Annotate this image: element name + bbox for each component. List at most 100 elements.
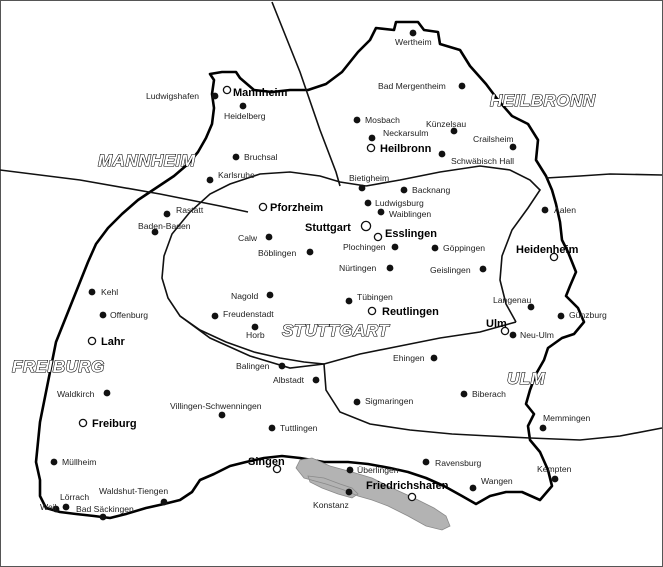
city-marker bbox=[391, 243, 399, 251]
city-marker bbox=[353, 398, 361, 406]
city-marker bbox=[458, 82, 466, 90]
city-label: Ehingen bbox=[393, 353, 425, 363]
city-marker bbox=[431, 244, 439, 252]
city-label: Wangen bbox=[481, 476, 513, 486]
city-label: Baden-Baden bbox=[138, 221, 191, 231]
city-wangen: Wangen bbox=[469, 476, 513, 492]
city-marker bbox=[373, 232, 383, 242]
city-label: Mosbach bbox=[365, 115, 400, 125]
city-label: Schwäbisch Hall bbox=[451, 156, 514, 166]
border-mannheim-freiburg bbox=[0, 169, 249, 213]
city-label: Freiburg bbox=[92, 418, 137, 430]
city-biberach: Biberach bbox=[460, 389, 506, 399]
city-marker bbox=[557, 312, 565, 320]
city-tuttlingen: Tuttlingen bbox=[268, 423, 318, 433]
city-bad-sackingen: Bad Säckingen bbox=[76, 504, 134, 521]
city-marker bbox=[353, 116, 361, 124]
city-marker bbox=[469, 484, 477, 492]
city-label: Freudenstadt bbox=[223, 309, 274, 319]
city-marker bbox=[377, 208, 385, 216]
city-karlsruhe: Karlsruhe bbox=[206, 170, 255, 184]
city-marker bbox=[539, 424, 547, 432]
city-heilbronn: Heilbronn bbox=[366, 143, 432, 155]
city-mannheim: Mannheim bbox=[222, 85, 288, 99]
city-stuttgart: Stuttgart bbox=[305, 220, 372, 234]
city-label: Nürtingen bbox=[339, 263, 376, 273]
city-label: Offenburg bbox=[110, 310, 148, 320]
city-label: Biberach bbox=[472, 389, 506, 399]
city-marker bbox=[265, 233, 273, 241]
city-marker bbox=[306, 248, 314, 256]
city-ulm: Ulm bbox=[486, 318, 510, 336]
city-marker bbox=[266, 291, 274, 299]
city-label: Calw bbox=[238, 233, 258, 243]
city-marker bbox=[218, 411, 226, 419]
city-marker bbox=[500, 326, 510, 336]
city-esslingen: Esslingen bbox=[373, 228, 437, 242]
city-neckarsulm: Neckarsulm bbox=[368, 128, 428, 142]
city-heidenheim: Heidenheim bbox=[516, 244, 579, 262]
city-label: Waiblingen bbox=[389, 209, 431, 219]
city-marker bbox=[151, 228, 159, 236]
city-albstadt: Albstadt bbox=[273, 375, 320, 385]
city-marker bbox=[386, 264, 394, 272]
city-marker bbox=[52, 505, 60, 513]
city-label: Esslingen bbox=[385, 228, 437, 240]
state-outline bbox=[34, 20, 586, 520]
city-label: Müllheim bbox=[62, 457, 96, 467]
region-mannheim: MANNHEIM bbox=[98, 151, 196, 170]
city-marker bbox=[163, 210, 171, 218]
city-marker bbox=[460, 390, 468, 398]
city-marker bbox=[258, 202, 268, 212]
city-marker bbox=[358, 184, 366, 192]
city-tubingen: Tübingen bbox=[345, 292, 393, 305]
border-ulm-loop bbox=[323, 363, 663, 441]
city-aalen: Aalen bbox=[541, 205, 576, 215]
city-langenau: Langenau bbox=[493, 295, 535, 311]
city-label: Heidenheim bbox=[516, 244, 579, 256]
city-nagold: Nagold bbox=[231, 291, 274, 301]
city-bad-mergentheim: Bad Mergentheim bbox=[378, 81, 466, 91]
city-label: Ludwigsburg bbox=[375, 198, 424, 208]
city-label: Neckarsulm bbox=[383, 128, 428, 138]
city-schwabisch-hall: Schwäbisch Hall bbox=[438, 150, 514, 166]
city-marker bbox=[450, 127, 458, 135]
city-label: Plochingen bbox=[343, 242, 386, 252]
border-stuttgart-ulm bbox=[323, 321, 517, 365]
region-ulm: ULM bbox=[507, 369, 546, 388]
city-label: Reutlingen bbox=[382, 306, 439, 318]
city-kunzelsau: Künzelsau bbox=[426, 119, 466, 135]
city-marker bbox=[160, 498, 168, 506]
city-boblingen: Böblingen bbox=[258, 248, 314, 258]
city-heidelberg: Heidelberg bbox=[224, 102, 266, 121]
city-mosbach: Mosbach bbox=[353, 115, 400, 125]
city-marker bbox=[99, 311, 107, 319]
city-label: Waldshut-Tiengen bbox=[99, 486, 168, 496]
city-marker bbox=[99, 513, 107, 521]
city-pforzheim: Pforzheim bbox=[258, 202, 323, 214]
city-neu-ulm: Neu-Ulm bbox=[509, 330, 554, 340]
city-waldshut-tiengen: Waldshut-Tiengen bbox=[99, 486, 168, 506]
city-marker bbox=[211, 312, 219, 320]
border-stuttgart-ring bbox=[161, 171, 367, 365]
region-freiburg: FREIBURG bbox=[12, 357, 105, 376]
city-marker bbox=[509, 143, 517, 151]
city-label: Böblingen bbox=[258, 248, 296, 258]
city-marker bbox=[367, 306, 377, 316]
city-label: Tuttlingen bbox=[280, 423, 318, 433]
city-bruchsal: Bruchsal bbox=[232, 152, 278, 162]
city-label: Rastatt bbox=[176, 205, 204, 215]
city-label: Lörrach bbox=[60, 492, 89, 502]
city-label: Lahr bbox=[101, 336, 126, 348]
city-label: Ulm bbox=[486, 318, 507, 330]
city-marker bbox=[88, 288, 96, 296]
city-crailsheim: Crailsheim bbox=[473, 134, 517, 151]
city-uberlingen: Überlingen bbox=[346, 465, 399, 475]
city-marker bbox=[409, 29, 417, 37]
city-label: Singen bbox=[248, 456, 285, 468]
city-marker bbox=[268, 424, 276, 432]
city-gunzburg: Günzburg bbox=[557, 310, 607, 320]
city-label: Bruchsal bbox=[244, 152, 278, 162]
city-label: Friedrichshafen bbox=[366, 480, 449, 492]
